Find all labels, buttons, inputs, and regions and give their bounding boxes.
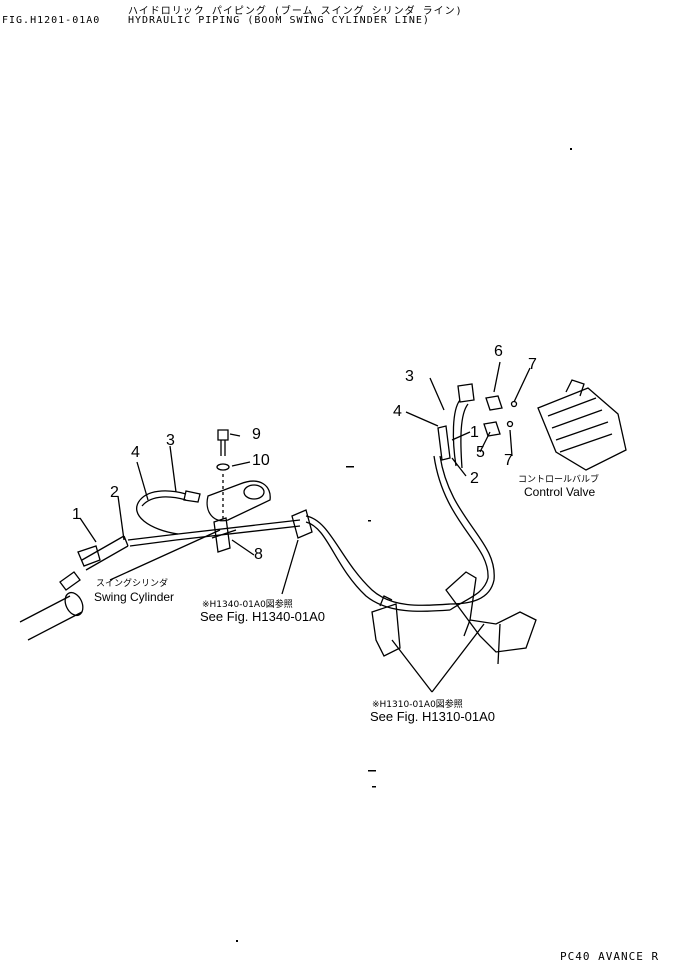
ref-h1310: See Fig. H1310-01A0 <box>370 709 496 724</box>
ref-h1340: See Fig. H1340-01A0 <box>200 609 326 624</box>
boom-bracket <box>206 480 271 522</box>
part-number-1: 1 <box>470 424 479 441</box>
title-jp: ハイドロリック パイピング (ブーム スイング シリンダ ライン) <box>128 6 463 17</box>
part-number-2: 2 <box>470 470 479 487</box>
part-number-8: 8 <box>254 546 263 563</box>
ref-h1310-jp: ※H1310-01A0図参照 <box>372 700 463 710</box>
part-number-7: 7 <box>504 452 513 469</box>
part-number-7: 7 <box>528 356 537 373</box>
title-en: HYDRAULIC PIPING (BOOM SWING CYLINDER LI… <box>128 15 430 26</box>
fig-number: FIG.H1201-01A0 <box>2 15 101 26</box>
control-valve-label-jp: コントロールバルブ <box>518 475 600 485</box>
part-number-5: 5 <box>476 444 485 461</box>
swing-cylinder-label: Swing Cylinder <box>94 590 175 604</box>
part-number-4: 4 <box>131 444 140 461</box>
control-valve <box>537 387 627 471</box>
swing-cylinder-label-jp: スイングシリンダ <box>96 579 169 589</box>
part-number-4: 4 <box>393 403 402 420</box>
control-valve-label: Control Valve <box>524 485 596 499</box>
part-number-2: 2 <box>110 484 119 501</box>
leader-lines <box>79 361 531 693</box>
ref-h1340-jp: ※H1340-01A0図参照 <box>202 600 293 610</box>
part-number-3: 3 <box>405 368 414 385</box>
part-number-1: 1 <box>72 506 81 523</box>
swing-cylinder <box>19 595 83 641</box>
model-footer: PC40 AVANCE R <box>560 950 660 963</box>
part-number-10: 10 <box>252 452 270 469</box>
part-number-9: 9 <box>252 426 261 443</box>
part-number-3: 3 <box>166 432 175 449</box>
part-number-6: 6 <box>494 343 503 360</box>
